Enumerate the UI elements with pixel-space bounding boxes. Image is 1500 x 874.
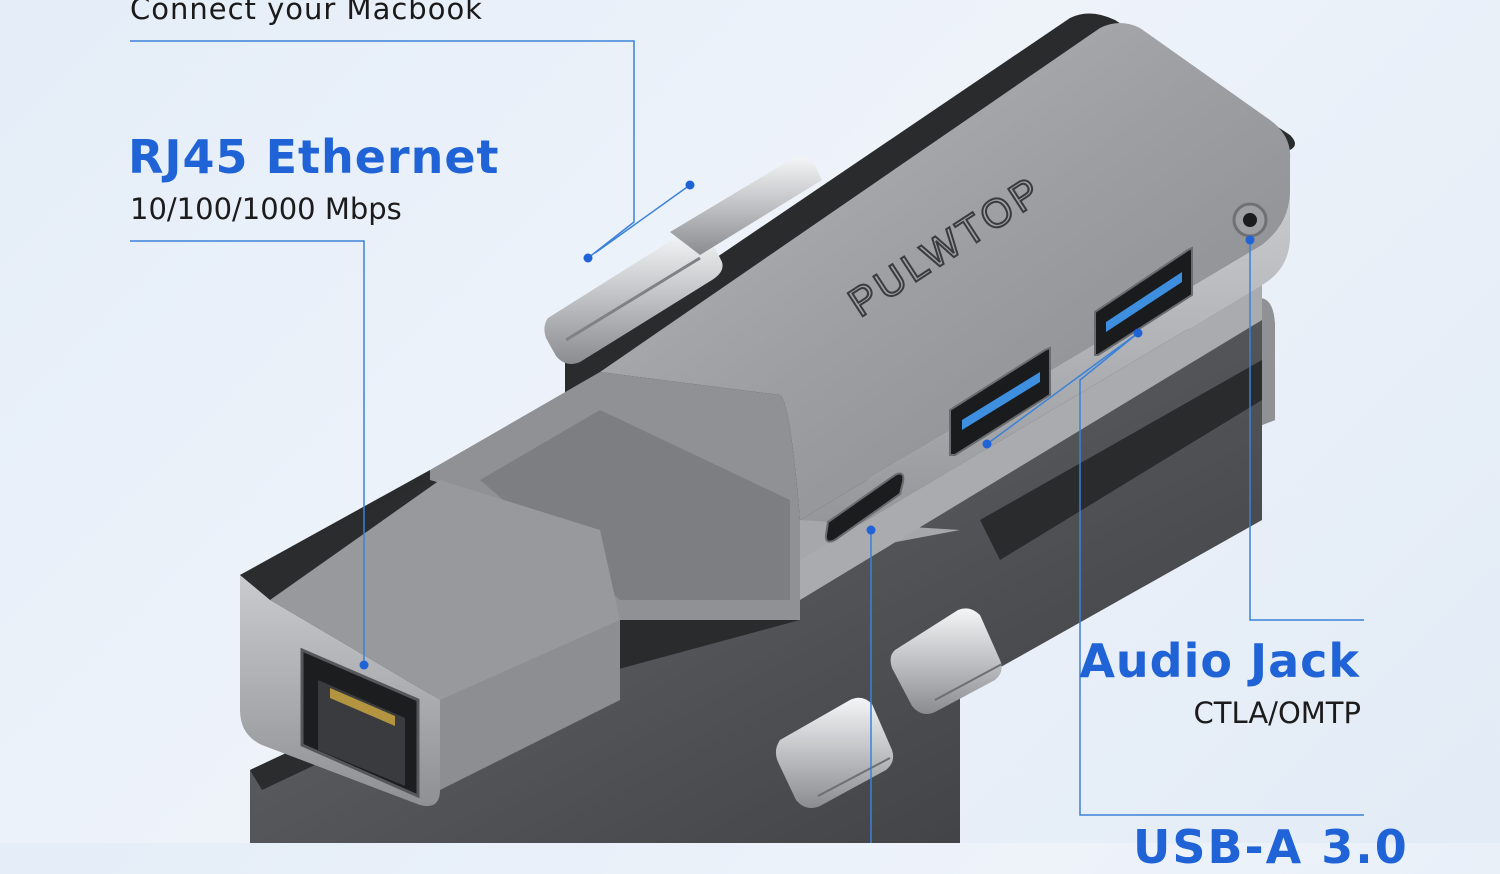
product-illustration: PULWTOP — [130, 13, 1364, 843]
rj45-speed-subtitle: 10/100/1000 Mbps — [130, 192, 402, 226]
audio-jack-title: Audio Jack — [1079, 634, 1360, 688]
rj45-block — [240, 480, 620, 806]
connect-macbook-caption: Connect your Macbook — [130, 0, 483, 26]
usb-c-port — [824, 472, 905, 543]
usb-c-plugs-top — [544, 156, 822, 364]
rj45-ethernet-title: RJ45 Ethernet — [128, 130, 500, 184]
usb-a-title: USB-A 3.0 — [1133, 820, 1409, 874]
audio-jack-subtitle: CTLA/OMTP — [1193, 696, 1361, 730]
front-ports — [824, 202, 1268, 543]
callout-dots — [359, 180, 1255, 670]
usb-c-plugs-bottom — [775, 608, 1003, 808]
callout-lines — [130, 40, 1364, 843]
